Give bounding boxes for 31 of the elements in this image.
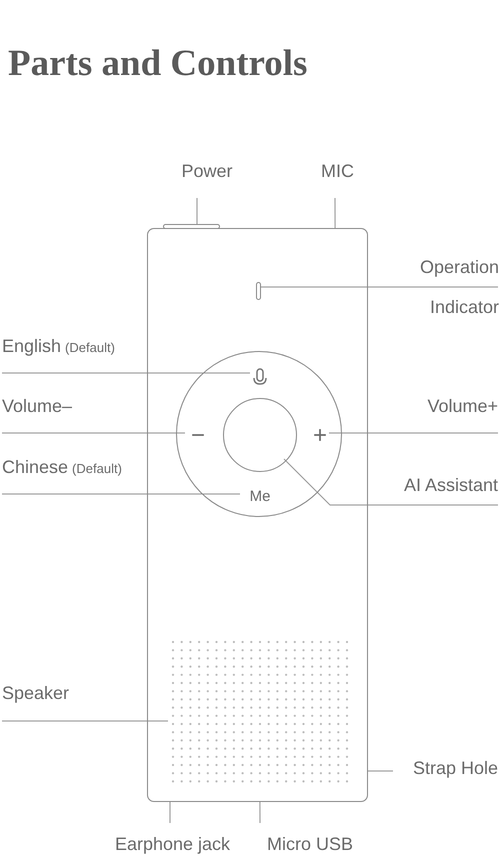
control-ring	[176, 351, 342, 517]
leader-line	[196, 198, 198, 224]
part-label: MIC	[315, 160, 360, 198]
leader-line	[2, 720, 168, 722]
part-label: AI Assistant	[380, 474, 498, 505]
indicator-light	[256, 282, 261, 300]
part-label: English (Default)	[2, 335, 172, 373]
part-label: Operation Indicator	[395, 247, 499, 319]
key-label: −	[187, 425, 209, 447]
key-label: Me	[242, 487, 278, 507]
part-label: Earphone jack	[100, 823, 245, 857]
title: Parts and Controls	[8, 42, 308, 85]
part-label: Strap Hole	[393, 757, 498, 785]
leader-line	[368, 770, 394, 772]
leader-line	[260, 286, 498, 288]
leader-line	[2, 432, 186, 434]
leader-line	[334, 198, 336, 228]
part-label: Power	[175, 160, 239, 198]
leader-line	[328, 432, 498, 434]
device-body	[147, 228, 368, 802]
key-label: +	[309, 425, 331, 447]
part-label: Volume–	[2, 395, 102, 433]
part-label: Speaker	[2, 682, 102, 721]
leader-line	[2, 372, 250, 374]
part-label: Micro USB	[255, 823, 365, 857]
power-button	[163, 224, 220, 229]
part-label: Volume+	[400, 395, 498, 433]
leader-line	[284, 458, 498, 506]
ai-button	[223, 398, 297, 472]
part-label: Chinese (Default)	[2, 456, 172, 494]
leader-line	[259, 802, 260, 824]
